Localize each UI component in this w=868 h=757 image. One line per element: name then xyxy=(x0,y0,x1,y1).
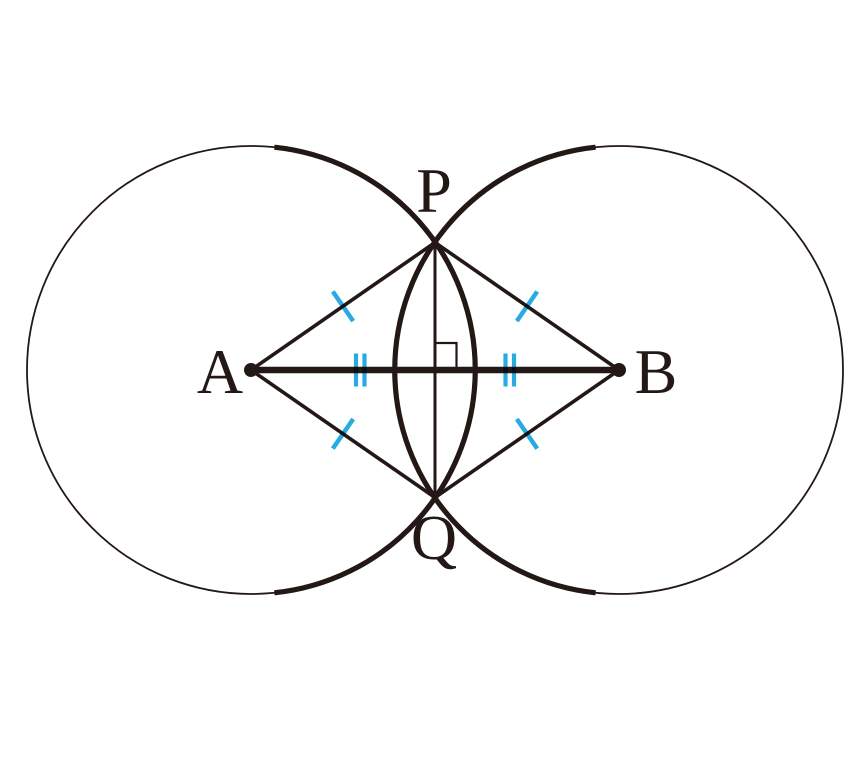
congruence-ticks xyxy=(330,290,540,450)
point-a-dot xyxy=(244,363,258,377)
tick-pb xyxy=(514,290,540,323)
label-q: Q xyxy=(411,502,457,573)
tick-ap xyxy=(330,290,356,323)
tick-aq xyxy=(330,417,356,450)
label-p: P xyxy=(416,155,452,226)
tick-qb xyxy=(514,417,540,450)
right-angle-marker xyxy=(435,341,458,367)
point-b-dot xyxy=(612,363,626,377)
label-b: B xyxy=(635,336,678,407)
label-a: A xyxy=(197,336,243,407)
